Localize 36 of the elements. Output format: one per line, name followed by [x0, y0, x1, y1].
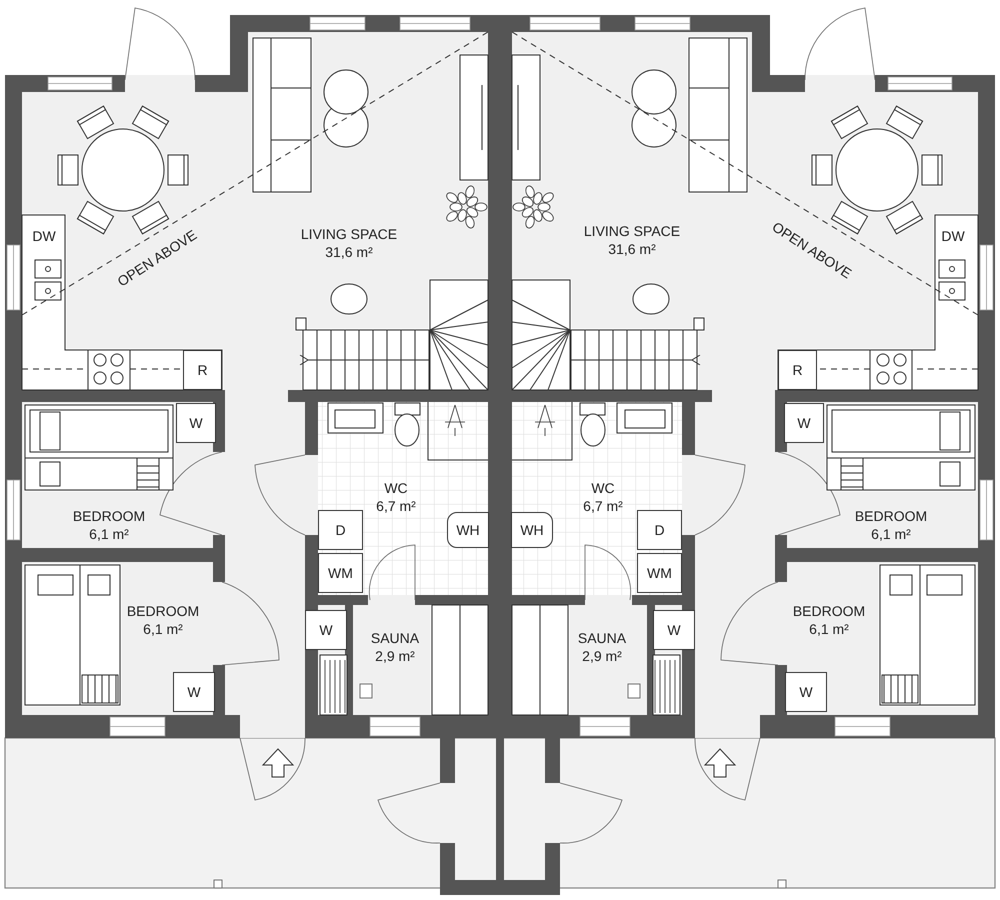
room-label: 2,9 m²: [582, 649, 622, 663]
room-label: DW: [941, 229, 965, 243]
room-label: DW: [32, 229, 56, 243]
room-label: 6,1 m²: [871, 527, 911, 541]
appliance-box: WM: [318, 553, 363, 593]
room-label: SAUNA: [578, 631, 626, 645]
room-label: 2,9 m²: [375, 649, 415, 663]
appliance-box: WH: [447, 512, 489, 548]
appliance-box: WM: [637, 553, 682, 593]
room-label: 31,6 m²: [608, 242, 656, 256]
appliance-box: W: [173, 672, 215, 712]
room-label: BEDROOM: [126, 604, 200, 618]
room-label: BEDROOM: [792, 604, 866, 618]
room-label: BEDROOM: [854, 509, 928, 523]
room-label: LIVING SPACE: [300, 227, 398, 241]
room-label: LIVING SPACE: [584, 224, 680, 238]
room-label: WC: [384, 481, 408, 495]
appliance-box: W: [176, 403, 216, 443]
room-label: SAUNA: [370, 631, 420, 645]
appliance-box: D: [637, 510, 682, 550]
room-label: 6,7 m²: [583, 499, 623, 513]
room-label: 6,1 m²: [143, 622, 183, 636]
appliance-box: D: [318, 510, 363, 550]
room-label: 6,1 m²: [89, 527, 129, 541]
appliance-box: W: [785, 672, 827, 712]
appliance-box: W: [784, 403, 824, 443]
appliance-box: R: [183, 350, 222, 390]
appliance-box: W: [653, 610, 695, 650]
room-label: WC: [591, 481, 615, 495]
room-label: 31,6 m²: [325, 245, 373, 259]
appliance-box: W: [305, 610, 347, 650]
room-label: 6,7 m²: [376, 499, 416, 513]
room-label: BEDROOM: [72, 509, 146, 523]
appliance-box: R: [778, 350, 817, 390]
appliance-box: WH: [511, 512, 553, 548]
room-label: 6,1 m²: [809, 622, 849, 636]
